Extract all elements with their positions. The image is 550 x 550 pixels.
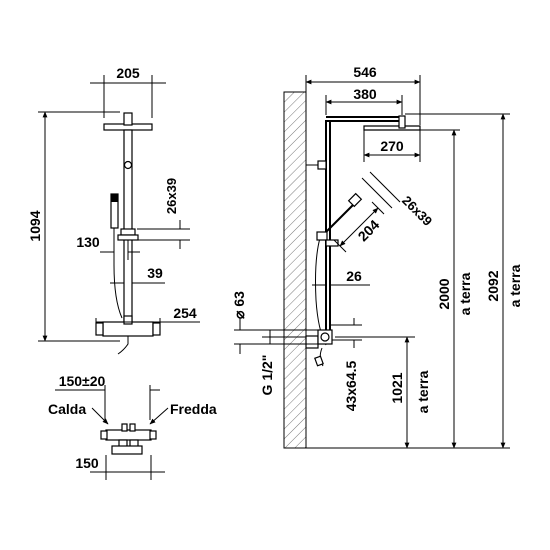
front-hand-shower — [110, 193, 123, 319]
front-mixer — [95, 315, 161, 355]
dim-side-26-text: 26 — [346, 268, 362, 284]
dim-front-205-text: 205 — [116, 65, 140, 81]
dim-front-254-text: 254 — [173, 305, 197, 321]
dim-side-thread-text: G 1/2" — [259, 355, 275, 396]
label-cold-fredda: Fredda — [170, 401, 217, 417]
dim-side-546: 546 — [305, 64, 421, 125]
dim-front-39: 39 — [110, 262, 165, 290]
label-hot-calda: Calda — [48, 401, 86, 417]
side-view: 546 380 270 26x39 204 — [231, 64, 523, 449]
dim-front-26x39: 26x39 — [137, 178, 190, 249]
dim-front-26x39-text: 26x39 — [164, 178, 179, 214]
dim-front-1094: 1094 — [27, 111, 120, 342]
dim-plan-150pm20: 150±20 — [55, 373, 160, 420]
dim-side-diameter-63-text: ⌀ 63 — [231, 291, 247, 319]
arrow-hot — [91, 407, 109, 425]
dim-side-2092-text: 2092 — [485, 270, 501, 301]
label-floor-2000: a terra — [457, 272, 473, 315]
side-mixer — [305, 329, 333, 367]
dim-side-1021: 1021 a terra — [335, 336, 431, 449]
dim-side-270-text: 270 — [380, 138, 404, 154]
front-slider — [117, 228, 139, 241]
dim-side-204: 204 — [333, 201, 385, 253]
dim-side-26: 26 — [312, 268, 370, 292]
label-floor-2092: a terra — [507, 264, 523, 307]
dim-side-thread: G 1/2" — [259, 330, 306, 395]
plan-mixer — [100, 423, 157, 455]
front-shower-head — [103, 112, 153, 131]
plan-view: 150±20 Calda Fredda 150 — [48, 373, 217, 480]
dim-front-39-text: 39 — [147, 265, 163, 281]
dim-side-43x64-text: 43x64.5 — [343, 360, 359, 411]
dim-side-380: 380 — [325, 86, 403, 115]
dim-side-2000-text: 2000 — [436, 278, 452, 309]
dim-plan-150-text: 150 — [75, 455, 99, 471]
dim-front-130-text: 130 — [76, 234, 100, 250]
wall-hatch — [283, 91, 307, 449]
dim-plan-150pm20-text: 150±20 — [59, 373, 106, 389]
dim-front-1094-text: 1094 — [27, 210, 43, 241]
dim-side-43x64: 43x64.5 — [330, 318, 362, 411]
dim-plan-150: 150 — [75, 455, 165, 480]
side-slider — [325, 239, 339, 247]
side-column — [306, 120, 331, 330]
dim-front-205: 205 — [90, 65, 166, 118]
dim-side-204-text: 204 — [355, 216, 383, 244]
side-arm — [326, 115, 421, 131]
arrow-cold — [149, 407, 169, 425]
dim-side-270: 270 — [363, 130, 421, 162]
dim-side-2000: 2000 a terra — [420, 129, 473, 449]
dim-side-380-text: 380 — [353, 86, 377, 102]
dim-side-2092: 2092 a terra — [405, 113, 523, 449]
front-view: 205 1094 26x39 130 — [27, 65, 200, 355]
dim-side-diameter-63: ⌀ 63 — [231, 291, 320, 354]
dim-side-546-text: 546 — [353, 64, 377, 80]
dim-front-130: 130 — [76, 232, 140, 260]
label-floor-1021: a terra — [415, 370, 431, 413]
dim-front-254: 254 — [95, 305, 200, 330]
dim-side-26x39-text: 26x39 — [399, 193, 435, 229]
dim-side-1021-text: 1021 — [389, 372, 405, 403]
